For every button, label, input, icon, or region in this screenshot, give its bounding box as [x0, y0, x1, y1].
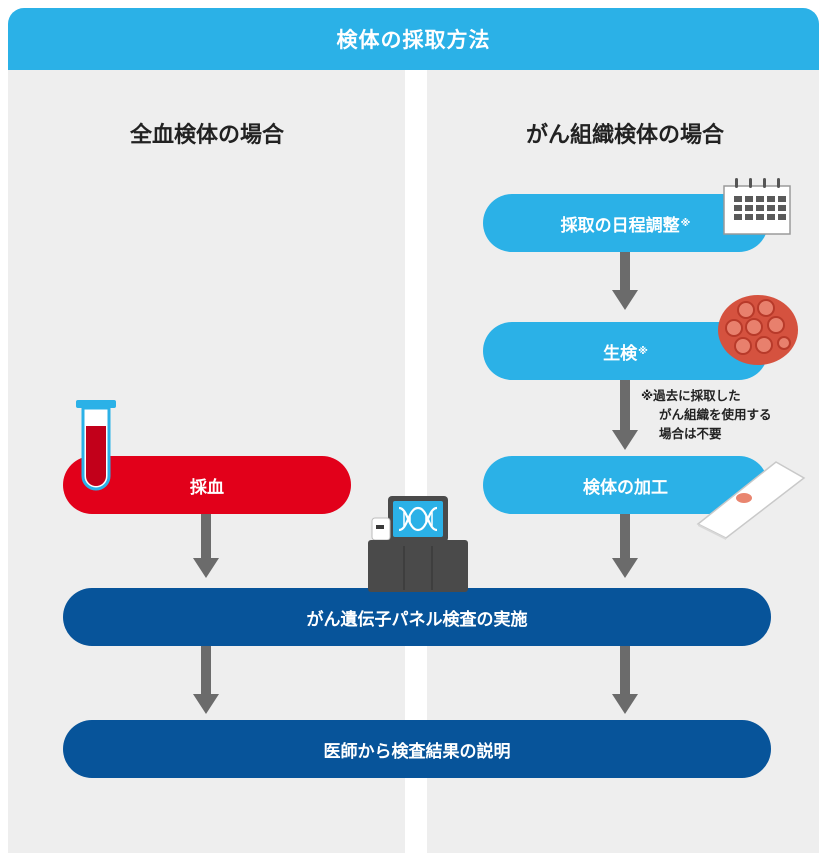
- schedule-step: 採取の日程調整※: [483, 194, 768, 252]
- note-line-1: ※過去に採取した: [641, 388, 741, 403]
- processing-step: 検体の加工: [483, 456, 768, 514]
- cell-cluster-icon: [718, 295, 798, 365]
- panel-test-step-label: がん遺伝子パネル検査の実施: [306, 609, 528, 630]
- schedule-step-label: 採取の日程調整: [560, 215, 680, 236]
- biopsy-step-label: 生検: [603, 343, 638, 364]
- arrow-down-icon: [612, 380, 638, 450]
- panel-test-step: がん遺伝子パネル検査の実施: [63, 588, 771, 646]
- blood-draw-step-label: 採血: [190, 477, 224, 498]
- glass-slide-icon: [696, 461, 806, 540]
- note-line-3: 場合は不要: [659, 426, 722, 441]
- arrow-down-icon: [612, 646, 638, 714]
- arrow-down-icon: [193, 646, 219, 714]
- dna-sequencer-icon: [368, 496, 468, 592]
- schedule-footnote-mark: ※: [680, 217, 691, 229]
- blood-test-tube-icon: [76, 400, 116, 491]
- explanation-step: 医師から検査結果の説明: [63, 720, 771, 778]
- explanation-step-label: 医師から検査結果の説明: [323, 741, 511, 762]
- arrow-down-icon: [193, 514, 219, 578]
- arrow-down-icon: [612, 514, 638, 578]
- processing-step-label: 検体の加工: [583, 477, 668, 498]
- biopsy-footnote-mark: ※: [638, 345, 648, 357]
- skip-note: ※過去に採取した がん組織を使用する 場合は不要: [641, 386, 772, 443]
- whole-blood-title: 全血検体の場合: [129, 123, 284, 148]
- tumor-tissue-title: がん組織検体の場合: [525, 123, 724, 148]
- blood-draw-step: 採血: [63, 456, 351, 514]
- calendar-icon: [723, 178, 791, 235]
- biopsy-step: 生検※: [483, 322, 768, 380]
- note-line-2: がん組織を使用する: [659, 407, 772, 422]
- page-title: 検体の採取方法: [8, 8, 819, 70]
- arrow-down-icon: [612, 252, 638, 310]
